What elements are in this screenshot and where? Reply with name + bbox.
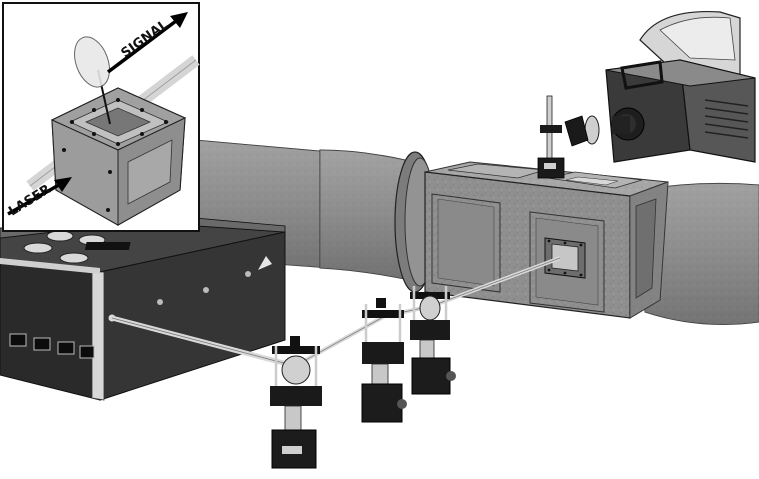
- pipe-right: [639, 182, 759, 325]
- laser-source-unit: [0, 213, 286, 401]
- camera: [564, 10, 756, 163]
- test-section: [424, 161, 669, 319]
- top-post-mount: [537, 95, 565, 179]
- pipe-reducer: [319, 149, 411, 281]
- mirror-mount-3: [410, 286, 456, 395]
- mirror-mount-2: [361, 298, 407, 423]
- mirror-mount-1: [270, 336, 322, 469]
- inset-detail: SIGNAL LASER: [2, 2, 200, 232]
- laser-beam: [109, 256, 561, 369]
